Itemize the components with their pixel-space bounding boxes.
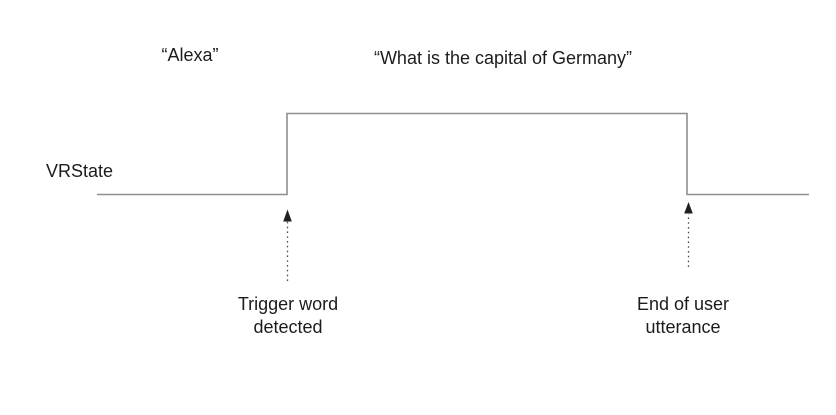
annotation-end-of-utterance-line2: utterance xyxy=(645,317,721,337)
trigger-arrow-head-icon xyxy=(283,209,292,222)
annotation-trigger-word-line1: Trigger word xyxy=(237,294,339,314)
annotation-trigger-word: Trigger word detected xyxy=(238,293,338,339)
user-query-label: “What is the capital of Germany” xyxy=(373,48,633,68)
end-arrow-head-icon xyxy=(684,202,693,214)
annotation-end-of-utterance-line1: End of user xyxy=(636,294,730,314)
end-event-arrow xyxy=(684,202,693,267)
wake-word-label: “Alexa” xyxy=(161,45,219,65)
annotation-trigger-word-line2: detected xyxy=(253,317,323,337)
trigger-event-arrow xyxy=(283,209,292,281)
vrstate-waveform-line xyxy=(97,112,809,196)
signal-name-label: VRState xyxy=(46,161,114,181)
annotation-end-of-utterance: End of user utterance xyxy=(637,293,729,339)
